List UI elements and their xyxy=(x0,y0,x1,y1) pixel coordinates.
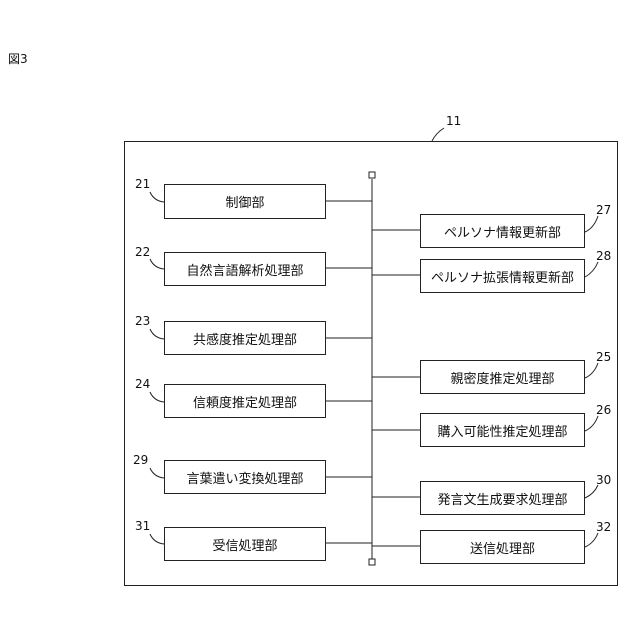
block-intimacy: 親密度推定処理部 xyxy=(420,360,585,394)
ref-30: 30 xyxy=(596,473,611,487)
ref-29: 29 xyxy=(133,453,148,467)
ref-25: 25 xyxy=(596,350,611,364)
system-ref-label: 11 xyxy=(446,114,461,128)
ref-21: 21 xyxy=(135,177,150,191)
block-receive: 受信処理部 xyxy=(164,527,326,561)
ref-32: 32 xyxy=(596,520,611,534)
ref-22: 22 xyxy=(135,245,150,259)
ref-26: 26 xyxy=(596,403,611,417)
ref-24: 24 xyxy=(135,377,150,391)
block-trust: 信頼度推定処理部 xyxy=(164,384,326,418)
ref-28: 28 xyxy=(596,249,611,263)
block-utterance-request: 発言文生成要求処理部 xyxy=(420,481,585,515)
block-persona-ext-update: ペルソナ拡張情報更新部 xyxy=(420,259,585,293)
block-empathy: 共感度推定処理部 xyxy=(164,321,326,355)
leader-line-11 xyxy=(432,128,444,141)
block-persona-update: ペルソナ情報更新部 xyxy=(420,214,585,248)
ref-27: 27 xyxy=(596,203,611,217)
block-purchase: 購入可能性推定処理部 xyxy=(420,413,585,447)
block-wording: 言葉遣い変換処理部 xyxy=(164,460,326,494)
ref-23: 23 xyxy=(135,314,150,328)
block-nlp: 自然言語解析処理部 xyxy=(164,252,326,286)
block-send: 送信処理部 xyxy=(420,530,585,564)
ref-31: 31 xyxy=(135,519,150,533)
block-control: 制御部 xyxy=(164,184,326,219)
